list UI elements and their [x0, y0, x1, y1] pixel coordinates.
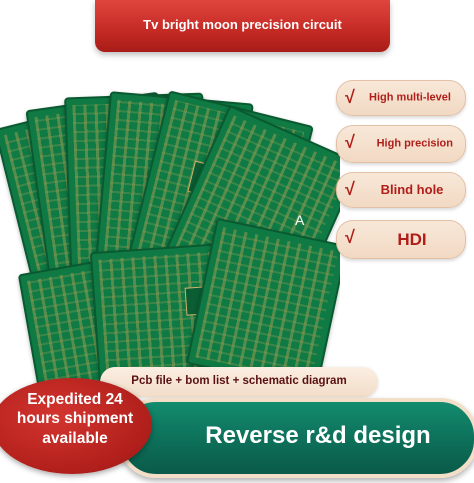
- feature-badge-hdi: √ HDI: [336, 220, 466, 259]
- board-mark-label: A: [295, 212, 305, 228]
- includes-bar: Pcb file + bom list + schematic diagram: [100, 367, 378, 397]
- check-icon: √: [345, 132, 355, 152]
- feature-label: High precision: [376, 137, 453, 150]
- check-icon: √: [345, 227, 355, 247]
- feature-label: Blind hole: [380, 182, 444, 198]
- feature-label: High multi-level: [369, 91, 451, 104]
- express-shipping-badge: Expedited 24 hours shipment available: [0, 378, 152, 474]
- pcb-boards-image: [0, 55, 340, 385]
- banner-title: Tv bright moon precision circuit: [143, 17, 342, 32]
- express-badge-text: Expedited 24 hours shipment available: [16, 391, 134, 447]
- feature-badge-blind-hole: √ Blind hole: [336, 172, 466, 208]
- check-icon: √: [345, 87, 355, 107]
- includes-text: Pcb file + bom list + schematic diagram: [131, 375, 347, 387]
- feature-label: HDI: [397, 229, 427, 249]
- main-banner-text: Reverse r&d design: [205, 422, 431, 449]
- feature-badge-precision: √ High precision: [336, 125, 466, 163]
- feature-badge-multilevel: √ High multi-level: [336, 80, 466, 116]
- main-banner: Reverse r&d design: [118, 398, 474, 478]
- check-icon: √: [345, 179, 355, 199]
- title-banner: Tv bright moon precision circuit: [95, 0, 390, 52]
